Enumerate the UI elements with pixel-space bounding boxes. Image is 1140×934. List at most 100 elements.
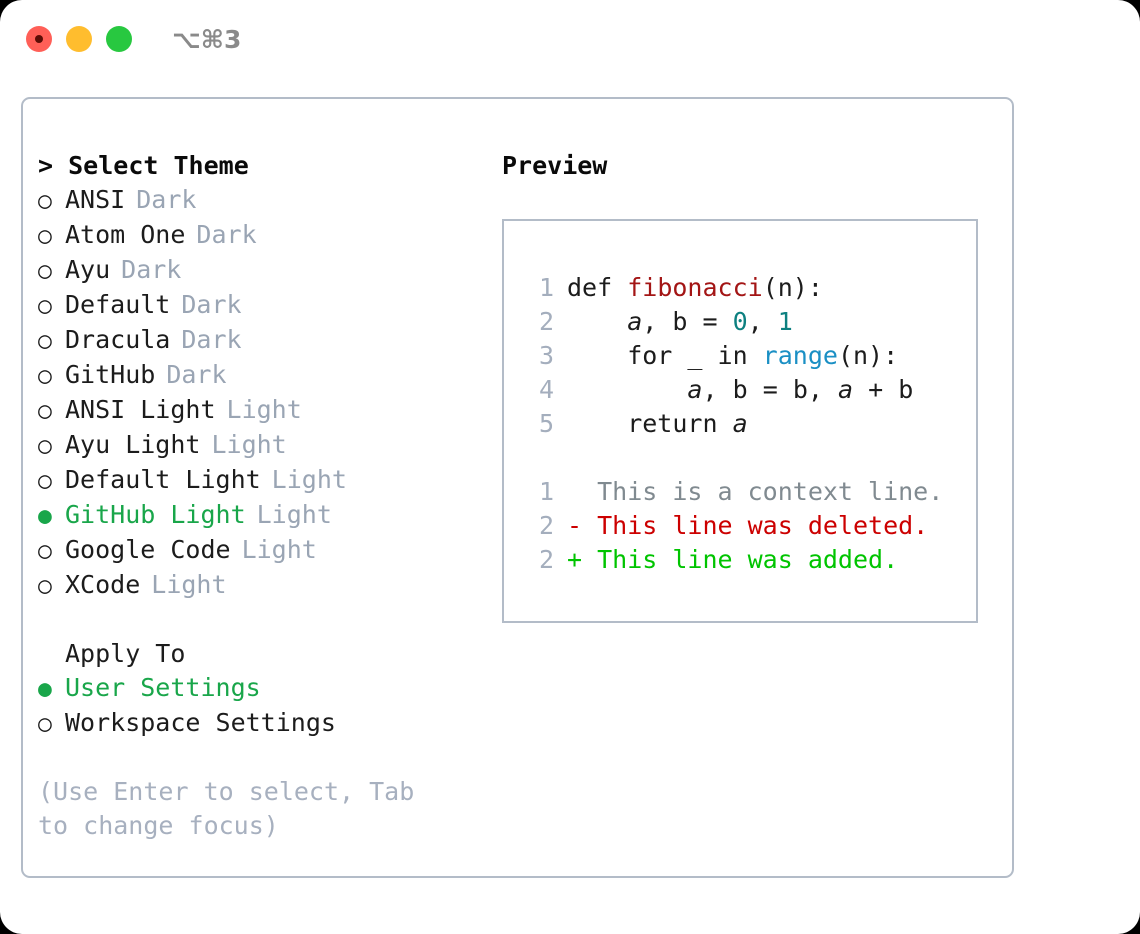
theme-option[interactable]: ○ Ayu Light Light <box>38 428 478 463</box>
theme-option-label: XCode <box>65 570 141 599</box>
theme-option[interactable]: ○ ANSI Dark <box>38 183 478 218</box>
theme-option[interactable]: ○ ANSI Light Light <box>38 393 478 428</box>
preview-heading: Preview <box>502 151 608 180</box>
line-number: 4 <box>538 375 554 404</box>
theme-option-category: Dark <box>166 360 227 389</box>
code-line-text: def fibonacci(n): <box>567 271 823 305</box>
line-number: 3 <box>538 341 554 370</box>
close-button[interactable] <box>26 26 52 52</box>
code-token-var: a <box>627 307 643 336</box>
radio-unselected-icon: ○ <box>38 293 52 319</box>
line-number: 2 <box>538 511 554 540</box>
code-token-plain: (n): <box>762 273 823 302</box>
theme-option-category: Dark <box>121 255 182 284</box>
theme-option-label: Default Light <box>65 465 261 494</box>
theme-option-category: Dark <box>181 325 242 354</box>
keyboard-shortcut-label: ⌥⌘3 <box>172 24 242 54</box>
code-token-var: a <box>837 375 854 404</box>
code-token-plain: + <box>853 375 899 404</box>
radio-unselected-icon: ○ <box>38 538 52 564</box>
theme-option-label: Default <box>65 290 171 319</box>
line-number: 2 <box>538 307 554 336</box>
code-token-plain: , <box>702 375 733 404</box>
caret-icon: > <box>38 151 54 180</box>
theme-option[interactable]: ○ Ayu Dark <box>38 253 478 288</box>
section-spacer <box>38 603 478 637</box>
keyboard-hint-text: (Use Enter to select, Tab to change focu… <box>38 777 415 840</box>
radio-unselected-icon: ○ <box>38 363 52 389</box>
theme-option-category: Dark <box>196 220 257 249</box>
code-token-plain: = <box>747 375 793 404</box>
apply-to-list[interactable]: ●User Settings○Workspace Settings <box>38 671 478 741</box>
code-line: 4 a, b = b, a + b <box>524 373 970 407</box>
line-number: 1 <box>538 273 554 302</box>
code-token-var: a <box>732 409 748 438</box>
theme-option-category: Light <box>271 465 347 494</box>
code-line: 1 def fibonacci(n): <box>524 271 970 305</box>
diff-line: 2+ This line was added. <box>524 543 970 577</box>
minimize-button[interactable] <box>66 26 92 52</box>
radio-unselected-icon: ○ <box>38 223 52 249</box>
radio-unselected-icon: ○ <box>38 258 52 284</box>
radio-unselected-icon: ○ <box>38 188 52 214</box>
theme-option[interactable]: ○ Default Dark <box>38 288 478 323</box>
line-number: 1 <box>538 477 554 506</box>
theme-option-category: Dark <box>181 290 242 319</box>
theme-option-category: Dark <box>136 185 197 214</box>
code-token-plain: = <box>687 307 733 336</box>
title-bar: ⌥⌘3 <box>0 0 1140 78</box>
apply-to-option[interactable]: ●User Settings <box>38 671 478 706</box>
theme-option-category: Light <box>211 430 287 459</box>
theme-option-category: Light <box>241 535 317 564</box>
code-token-plain: return <box>567 409 733 438</box>
radio-selected-icon: ● <box>38 676 52 702</box>
code-token-plain: b <box>732 375 748 404</box>
radio-unselected-icon: ○ <box>38 573 52 599</box>
diff-block: 1 This is a context line.2- This line wa… <box>524 475 970 577</box>
code-token-plain: , <box>747 307 778 336</box>
theme-option-label: Ayu <box>65 255 111 284</box>
code-line-text: a, b = b, a + b <box>567 373 913 407</box>
code-line: 3 for _ in range(n): <box>524 339 970 373</box>
code-line-text: a, b = 0, 1 <box>567 305 793 339</box>
theme-option-category: Light <box>256 500 332 529</box>
theme-option-label: Atom One <box>65 220 186 249</box>
theme-option-category: Light <box>226 395 302 424</box>
apply-to-option[interactable]: ○Workspace Settings <box>38 706 478 741</box>
code-token-plain: for _ in <box>567 341 763 370</box>
code-token-plain: (n): <box>837 341 899 370</box>
maximize-button[interactable] <box>106 26 132 52</box>
theme-option[interactable]: ○ Atom One Dark <box>38 218 478 253</box>
radio-unselected-icon: ○ <box>38 433 52 459</box>
code-line-text: for _ in range(n): <box>567 339 898 373</box>
code-token-var: a <box>687 375 703 404</box>
code-token-fn: fibonacci <box>627 273 763 302</box>
code-token-num: 0 <box>732 307 748 336</box>
hint-spacer <box>38 741 478 775</box>
theme-option-label: Ayu Light <box>65 430 201 459</box>
radio-unselected-icon: ○ <box>38 328 52 354</box>
code-token-plain <box>567 307 627 336</box>
code-line: 5 return a <box>524 407 970 441</box>
code-token-plain <box>567 375 687 404</box>
theme-option-label: ANSI <box>65 185 126 214</box>
code-token-call: range <box>762 341 838 370</box>
code-token-plain: def <box>567 273 628 302</box>
line-number: 5 <box>538 409 554 438</box>
diff-line-text: - This line was deleted. <box>567 511 929 540</box>
line-number: 2 <box>538 545 554 574</box>
code-line-text: return a <box>567 407 748 441</box>
radio-unselected-icon: ○ <box>38 398 52 424</box>
radio-selected-icon: ● <box>38 503 52 529</box>
theme-option-label: ANSI Light <box>65 395 216 424</box>
